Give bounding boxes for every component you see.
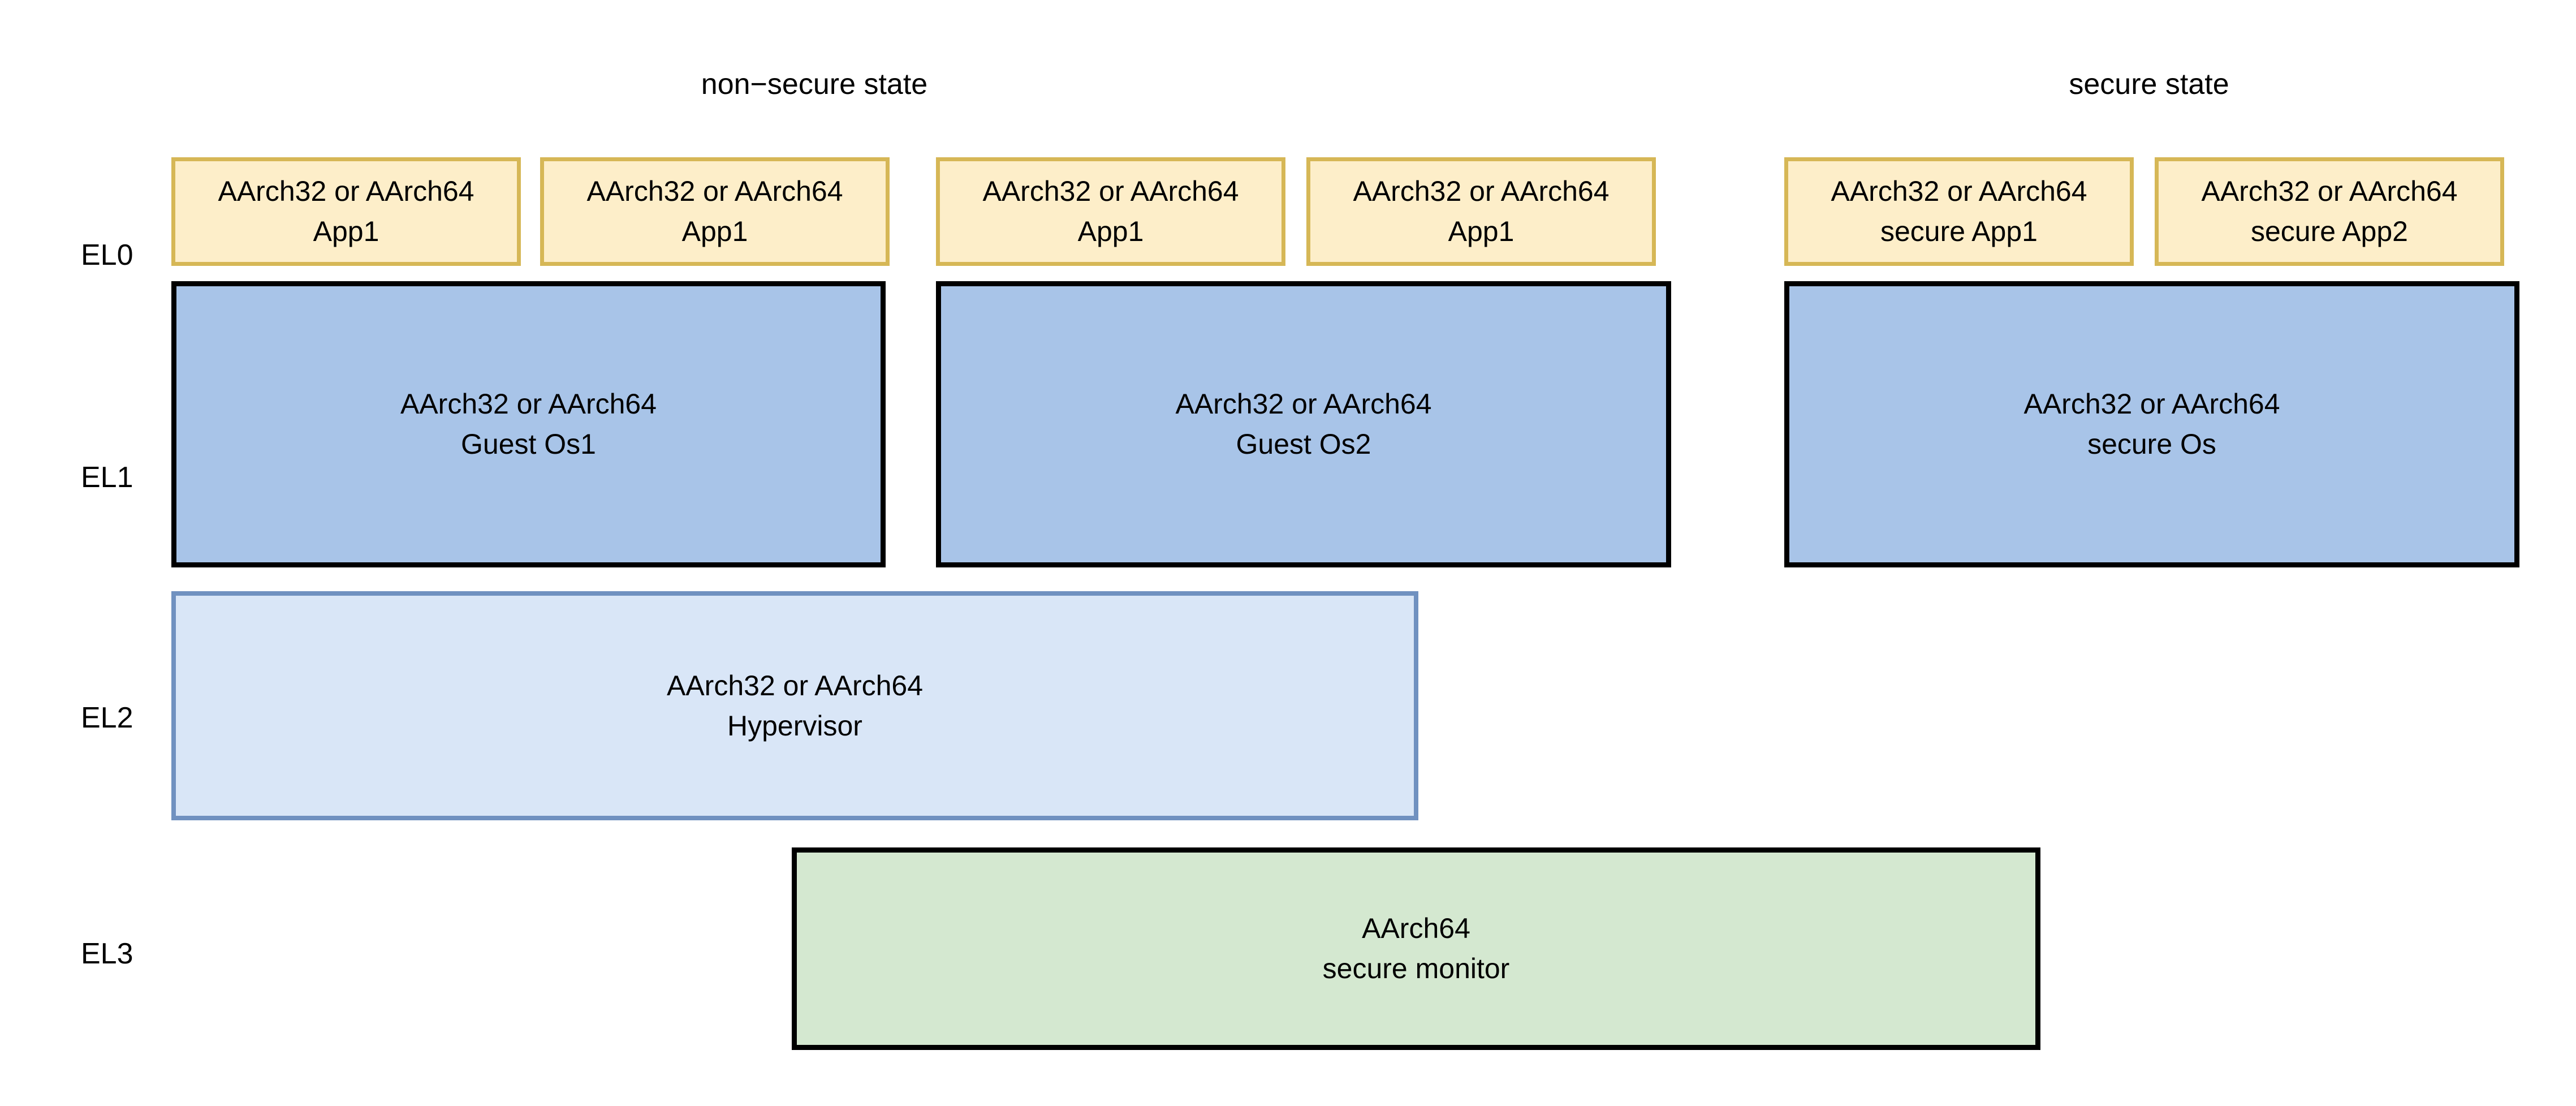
box-el0-s-app2[interactable]: AArch32 or AArch64 secure App2 [2155, 157, 2504, 266]
exception-level-label-el1: EL1 [81, 461, 133, 494]
box-label-line: App1 [1448, 216, 1514, 247]
box-label-line: AArch32 or AArch64 [400, 388, 657, 420]
box-label-line: AArch64 [1362, 913, 1470, 944]
box-label-line: AArch32 or AArch64 [1831, 175, 2087, 207]
box-label-line: AArch32 or AArch64 [982, 175, 1239, 207]
exception-level-label-el2: EL2 [81, 702, 133, 734]
box-label-line: AArch32 or AArch64 [2023, 388, 2280, 420]
box-label-line: secure App1 [1880, 216, 2038, 247]
box-label-line: App1 [681, 216, 748, 247]
box-label-line: AArch32 or AArch64 [1353, 175, 1610, 207]
exception-level-label-el0: EL0 [81, 239, 133, 272]
box-label-line: AArch32 or AArch64 [1175, 388, 1432, 420]
box-el3-secure-monitor[interactable]: AArch64 secure monitor [792, 847, 2040, 1050]
box-label-line: AArch32 or AArch64 [586, 175, 843, 207]
box-label-line: Hypervisor [727, 709, 862, 742]
box-label-line: Guest Os1 [461, 428, 596, 460]
box-label-line: secure monitor [1322, 953, 1510, 984]
box-label-line: secure Os [2087, 428, 2216, 460]
box-label-line: App1 [313, 216, 379, 247]
box-label-line: AArch32 or AArch64 [218, 175, 474, 207]
box-label-line: App1 [1077, 216, 1144, 247]
box-label-line: AArch32 or AArch64 [666, 669, 924, 702]
state-header-secure: secure state [2069, 68, 2229, 101]
box-label-line: Guest Os2 [1236, 428, 1371, 460]
box-label-line: AArch32 or AArch64 [2201, 175, 2458, 207]
box-label-line: secure App2 [2251, 216, 2408, 247]
box-el0-s-app1[interactable]: AArch32 or AArch64 secure App1 [1784, 157, 2134, 266]
exception-level-label-el3: EL3 [81, 937, 133, 970]
box-el1-secure-os[interactable]: AArch32 or AArch64 secure Os [1784, 281, 2519, 567]
state-header-non-secure: non−secure state [701, 68, 928, 101]
